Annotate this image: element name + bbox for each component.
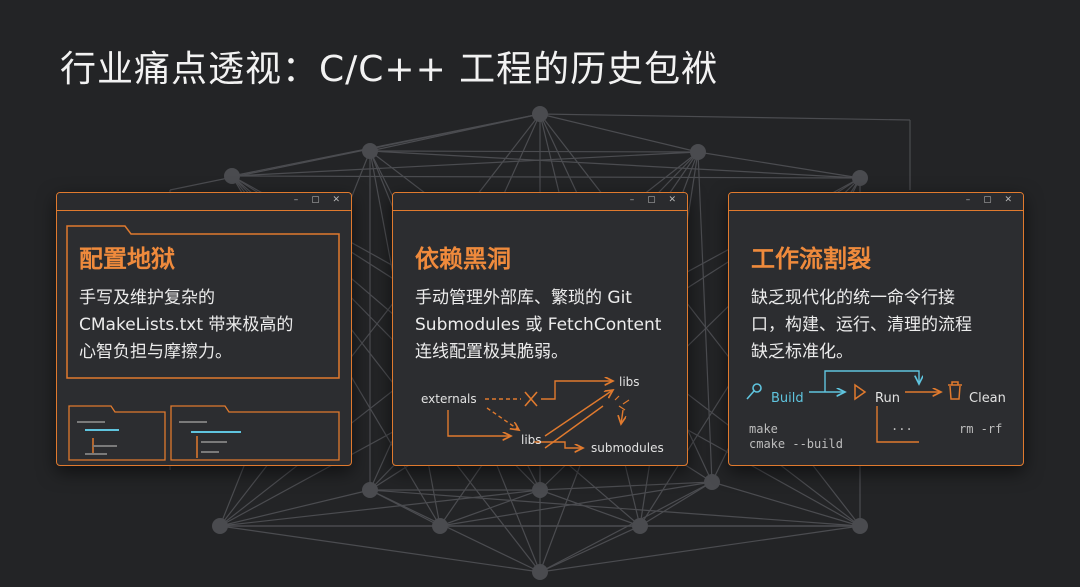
network-edge [539,113,911,121]
card-line: 心智负担与摩擦力。 [79,342,232,362]
card-config-hell: – ▢ ✕ 配置地狱 手写及维护复杂的 CMakeLists.txt 带来极高的… [56,192,352,466]
network-edge [231,151,699,177]
card-line: Submodules 或 FetchContent [415,315,662,335]
card-line: 缺乏现代化的统一命令行接 [751,288,955,308]
libs-bottom-label: libs [521,433,542,447]
card-title: 工作流割裂 [751,245,871,273]
network-edge [539,113,699,153]
window-titlebar: – ▢ ✕ [393,193,687,211]
network-edge [219,525,541,573]
network-node [532,482,548,498]
network-edge [539,525,861,573]
network-edge [697,151,861,179]
network-edge [219,489,371,527]
window-titlebar: – ▢ ✕ [729,193,1023,211]
network-node [224,168,240,184]
libs-top-label: libs [619,375,640,389]
network-edge [697,151,713,483]
card-line: 口，构建、运行、清理的流程 [751,315,972,335]
card-description: 缺乏现代化的统一命令行接 口，构建、运行、清理的流程 缺乏标准化。 [751,285,1013,366]
network-node [432,518,448,534]
window-controls[interactable]: – ▢ ✕ [293,195,345,205]
network-node [852,518,868,534]
network-edge [711,481,861,527]
submodules-label: submodules [591,441,664,455]
card-workflow-fragmentation: – ▢ ✕ 工作流割裂 缺乏现代化的统一命令行接 口，构建、运行、清理的流程 缺… [728,192,1024,466]
clean-step: Clean [969,391,1006,406]
cmd-cmake-build: cmake --build [749,437,843,451]
nested-folder-illustration [66,225,340,461]
cmd-dots: ... [891,419,913,433]
network-node [212,518,228,534]
network-edge [369,489,861,527]
trash-icon [948,381,962,400]
card-line: CMakeLists.txt 带来极高的 [79,315,294,335]
network-edge [231,175,861,179]
build-step: Build [771,391,804,406]
card-title: 配置地狱 [79,245,175,273]
network-node [690,144,706,160]
network-edge [539,489,641,527]
network-node [704,474,720,490]
network-node [362,482,378,498]
network-edge [439,481,713,527]
run-step: Run [875,391,900,406]
window-titlebar: – ▢ ✕ [57,193,351,211]
network-edge [439,489,541,527]
network-edge [539,481,713,573]
network-edge [539,481,713,491]
card-dependency-black-hole: – ▢ ✕ 依赖黑洞 手动管理外部库、繁琐的 Git Submodules 或 … [392,192,688,466]
network-node [532,564,548,580]
card-description: 手动管理外部库、繁琐的 Git Submodules 或 FetchConten… [415,285,677,366]
card-line: 缺乏标准化。 [751,342,853,362]
workflow-diagram [746,370,962,443]
cmd-make: make [749,422,778,436]
network-node [532,106,548,122]
card-line: 手动管理外部库、繁琐的 Git [415,288,632,308]
wrench-icon [746,383,762,400]
network-node [632,518,648,534]
cmd-rm: rm -rf [959,422,1003,436]
network-node [362,143,378,159]
network-edge [369,150,861,179]
network-edge [639,481,713,527]
network-node [852,170,868,186]
network-edge [369,489,441,527]
network-edge [219,489,541,527]
window-controls[interactable]: – ▢ ✕ [629,195,681,205]
network-edge [369,489,541,573]
card-description: 手写及维护复杂的 CMakeLists.txt 带来极高的 心智负担与摩擦力。 [79,285,341,366]
page-title: 行业痛点透视：C/C++ 工程的历史包袱 [60,49,719,90]
card-line: 连线配置极其脆弱。 [415,342,568,362]
network-edge [369,150,699,153]
card-title: 依赖黑洞 [415,245,511,273]
window-controls[interactable]: – ▢ ✕ [965,195,1017,205]
dependency-diagram [447,210,630,465]
externals-label: externals [421,392,477,406]
card-line: 手写及维护复杂的 [79,288,215,308]
play-icon [854,383,867,401]
network-edge [539,525,641,573]
